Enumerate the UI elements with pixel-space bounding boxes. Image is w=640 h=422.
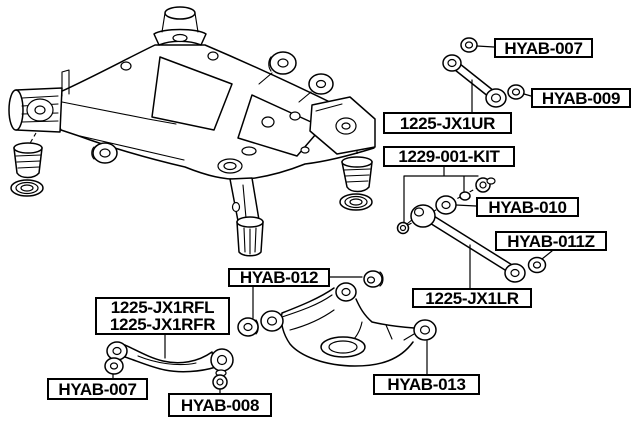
bushing-hyab-007-upper	[460, 37, 478, 53]
part-label-hyab-008: HYAB-008	[168, 393, 272, 417]
leader-lines	[112, 45, 553, 395]
part-label-hyab-011z: HYAB-011Z	[495, 231, 607, 251]
rear-subframe-illustration	[8, 6, 376, 257]
part-label-hyab-012: HYAB-012	[228, 268, 330, 287]
part-label-1225-jx1lr: 1225-JX1LR	[412, 288, 532, 308]
rod-front-bushing	[410, 204, 436, 228]
part-label-1225-jx1rfr: 1225-JX1RFR	[109, 315, 216, 334]
part-label-1225-jx1ur: 1225-JX1UR	[383, 112, 512, 134]
subframe-cone-bushing-left	[10, 132, 44, 197]
subframe-mount-bushing-lower	[298, 73, 334, 103]
bushing-hyab-012-rear	[363, 270, 384, 288]
kit-nut	[475, 177, 496, 193]
upper-lateral-rod-illustration	[442, 37, 525, 108]
part-label-hyab-007-lower: HYAB-007	[47, 378, 148, 400]
kit-cam-bolt	[396, 218, 414, 235]
bushing-hyab-011z	[527, 256, 547, 274]
kit-washer	[459, 191, 471, 201]
part-label-1225-jx1rfl-rfr: 1225-JX1RFL 1225-JX1RFR	[95, 297, 230, 335]
part-label-hyab-009: HYAB-009	[531, 88, 631, 108]
rear-lateral-rod-illustration	[410, 204, 547, 283]
bushing-hyab-007-lower	[104, 357, 124, 375]
part-label-1229-001-kit: 1229-001-KIT	[383, 146, 515, 167]
part-label-hyab-007-upper: HYAB-007	[494, 38, 593, 58]
front-lateral-arm-illustration	[104, 341, 234, 390]
bushing-hyab-010	[435, 195, 457, 215]
bushing-hyab-013	[403, 319, 437, 341]
subframe-small-bushing	[91, 142, 118, 164]
part-label-hyab-013: HYAB-013	[373, 374, 480, 395]
subframe-cone-bushing-right	[339, 150, 373, 211]
bushing-hyab-009	[507, 84, 525, 100]
subframe-mount-bushing-upper	[258, 51, 297, 85]
ball-joint	[210, 348, 234, 377]
nut-hyab-008	[212, 374, 228, 390]
part-label-1225-jx1rfl: 1225-JX1RFL	[110, 298, 215, 317]
lower-control-arm-illustration	[237, 270, 437, 367]
part-label-hyab-010: HYAB-010	[476, 197, 579, 217]
bushing-hyab-012-front	[237, 317, 259, 337]
